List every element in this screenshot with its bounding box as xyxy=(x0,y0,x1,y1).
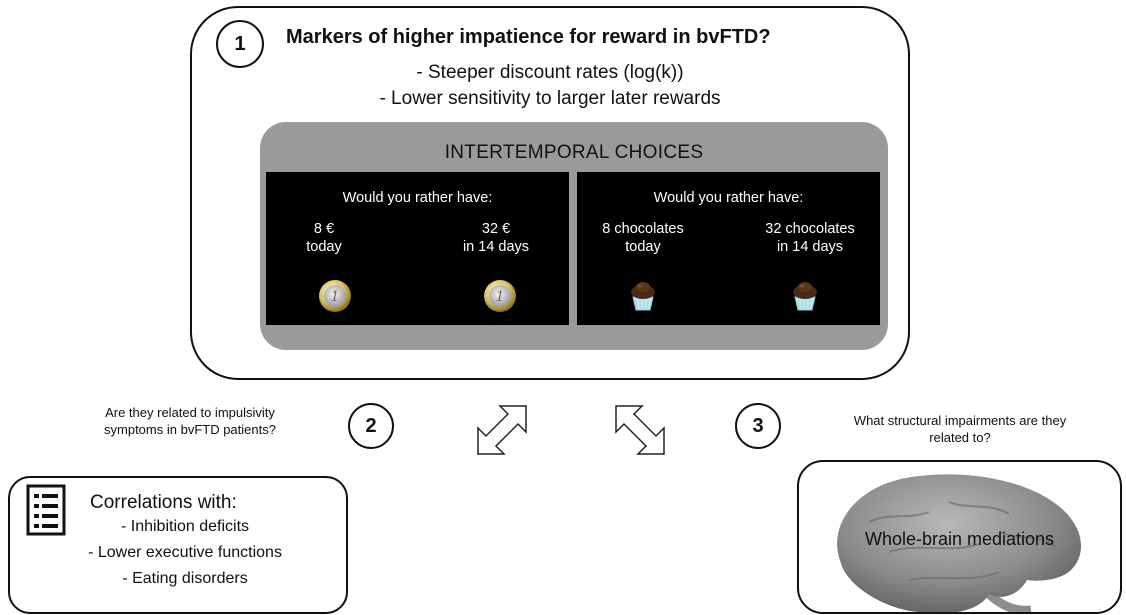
step-number-1: 1 xyxy=(216,20,264,68)
svg-text:1: 1 xyxy=(496,289,505,305)
correlations-title: Correlations with: xyxy=(90,492,237,513)
question-line: Are they related to impulsivity xyxy=(105,405,275,420)
option-delay: today xyxy=(306,239,342,255)
option-amount: 32 chocolates xyxy=(765,221,855,237)
choice-prompt: Would you rather have: xyxy=(653,190,804,206)
svg-text:1: 1 xyxy=(331,289,340,305)
euro-coin-icon: 1 xyxy=(319,280,351,312)
step-number-2: 2 xyxy=(348,403,394,449)
step-number-3: 3 xyxy=(735,403,781,449)
question-line: What structural impairments are they xyxy=(853,413,1067,428)
chocolate-cupcake-icon xyxy=(631,282,655,311)
correlation-item: - Lower executive functions xyxy=(88,544,282,561)
option-amount: 8 € xyxy=(313,221,335,237)
whole-brain-label: Whole-brain mediations xyxy=(864,529,1055,549)
correlations-box xyxy=(8,476,348,614)
option-later: 32 chocolates in 14 days xyxy=(745,220,875,256)
whole-brain-box xyxy=(797,460,1122,614)
option-amount: 8 chocolates xyxy=(602,221,684,237)
option-delay: in 14 days xyxy=(462,239,530,255)
option-later: 32 € in 14 days xyxy=(436,220,556,256)
option-amount: 32 € xyxy=(481,221,511,237)
euro-coin-icon: 1 xyxy=(484,280,516,312)
chocolate-cupcake-icon xyxy=(793,282,817,311)
bullet-sensitivity: - Lower sensitivity to larger later rewa… xyxy=(379,88,721,109)
correlation-item: - Inhibition deficits xyxy=(120,518,250,535)
diagonal-double-arrow-icon xyxy=(477,405,527,455)
question-line: related to? xyxy=(929,430,991,445)
option-sooner: 8 € today xyxy=(274,220,374,256)
intertemporal-title: INTERTEMPORAL CHOICES xyxy=(444,142,704,163)
diagonal-double-arrow-icon xyxy=(615,405,665,455)
bullet-discount-rates: - Steeper discount rates (log(k)) xyxy=(416,62,684,83)
question-line: symptoms in bvFTD patients? xyxy=(104,422,276,437)
correlation-item: - Eating disorders xyxy=(122,570,248,587)
checklist-icon xyxy=(26,484,66,536)
choice-prompt: Would you rather have: xyxy=(342,190,493,206)
structural-question: What structural impairments are they rel… xyxy=(800,412,1120,446)
chocolate-choice-panel: Would you rather have: 8 chocolates toda… xyxy=(577,172,880,325)
impulsivity-question: Are they related to impulsivity symptoms… xyxy=(40,404,340,438)
money-choice-panel: Would you rather have: 8 € today 32 € in… xyxy=(266,172,569,325)
main-question: Markers of higher impatience for reward … xyxy=(286,26,771,48)
option-delay: today xyxy=(625,239,661,255)
brain-icon xyxy=(837,474,1081,612)
option-sooner: 8 chocolates today xyxy=(579,220,707,256)
option-delay: in 14 days xyxy=(776,239,844,255)
main-question-box xyxy=(190,6,910,380)
